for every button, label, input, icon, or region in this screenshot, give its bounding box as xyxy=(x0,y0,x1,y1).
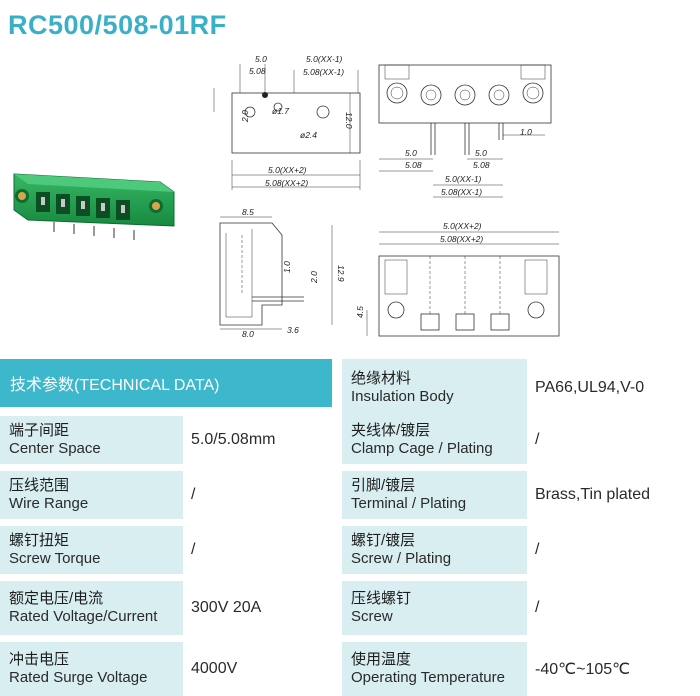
svg-text:8.5: 8.5 xyxy=(242,207,254,217)
svg-text:12.9: 12.9 xyxy=(336,265,346,282)
value-rated-surge-voltage: 4000V xyxy=(183,642,332,696)
svg-text:5.0(XX+2): 5.0(XX+2) xyxy=(443,221,482,231)
svg-text:5.08(XX-1): 5.08(XX-1) xyxy=(303,67,344,77)
svg-text:2.0: 2.0 xyxy=(309,271,319,284)
svg-text:5.0(XX-1): 5.0(XX-1) xyxy=(445,174,482,184)
svg-text:5.08: 5.08 xyxy=(249,66,266,76)
svg-text:5.08(XX-1): 5.08(XX-1) xyxy=(441,187,482,197)
top-view-drawing: 1.0 5.0 5.08 5.0 5.08 5.0(XX-1) 5.08(XX-… xyxy=(378,64,552,198)
svg-text:5.0: 5.0 xyxy=(255,54,267,64)
svg-text:5.0(XX-1): 5.0(XX-1) xyxy=(306,54,343,64)
value-operating-temperature: -40℃~105℃ xyxy=(527,642,700,696)
value-screw-torque: / xyxy=(183,526,332,574)
value-screw-plating: / xyxy=(527,526,700,574)
svg-text:ø1.7: ø1.7 xyxy=(272,106,289,116)
value-clamp-cage-plating: / xyxy=(527,416,700,464)
value-screw: / xyxy=(527,581,700,635)
value-rated-voltage-current: 300V 20A xyxy=(183,581,332,635)
svg-text:8.0: 8.0 xyxy=(242,329,254,339)
value-insulation-body: PA66,UL94,V-0 xyxy=(527,359,700,416)
svg-text:5.0: 5.0 xyxy=(405,148,417,158)
svg-text:3.6: 3.6 xyxy=(287,325,299,335)
bottom-view-drawing: 5.0(XX+2) 5.08(XX+2) 4.5 xyxy=(355,221,560,337)
svg-text:1.0: 1.0 xyxy=(282,261,292,273)
product-title: RC500/508-01RF xyxy=(8,10,227,40)
value-center-space: 5.0/5.08mm xyxy=(183,416,332,464)
svg-text:5.08(XX+2): 5.08(XX+2) xyxy=(265,178,308,188)
svg-text:5.08: 5.08 xyxy=(405,160,422,170)
svg-text:12.0: 12.0 xyxy=(344,112,354,129)
svg-text:1.0: 1.0 xyxy=(520,127,532,137)
front-view-drawing: 5.0 5.08 5.0(XX-1) 5.08(XX-1) ø1.7 ø2.4 … xyxy=(213,54,361,190)
value-terminal-plating: Brass,Tin plated xyxy=(527,471,700,519)
profile-view-drawing: 8.5 1.0 2.0 12.9 8.0 3.6 xyxy=(219,207,346,339)
svg-text:4.5: 4.5 xyxy=(355,306,365,318)
table-header: 技术参数(TECHNICAL DATA) xyxy=(0,359,332,407)
svg-text:2.0: 2.0 xyxy=(240,110,250,123)
value-wire-range: / xyxy=(183,471,332,519)
product-image xyxy=(13,173,175,240)
svg-text:ø2.4: ø2.4 xyxy=(300,130,317,140)
svg-text:5.08: 5.08 xyxy=(473,160,490,170)
svg-text:5.08(XX+2): 5.08(XX+2) xyxy=(440,234,483,244)
svg-text:5.0: 5.0 xyxy=(475,148,487,158)
svg-text:5.0(XX+2): 5.0(XX+2) xyxy=(268,165,307,175)
